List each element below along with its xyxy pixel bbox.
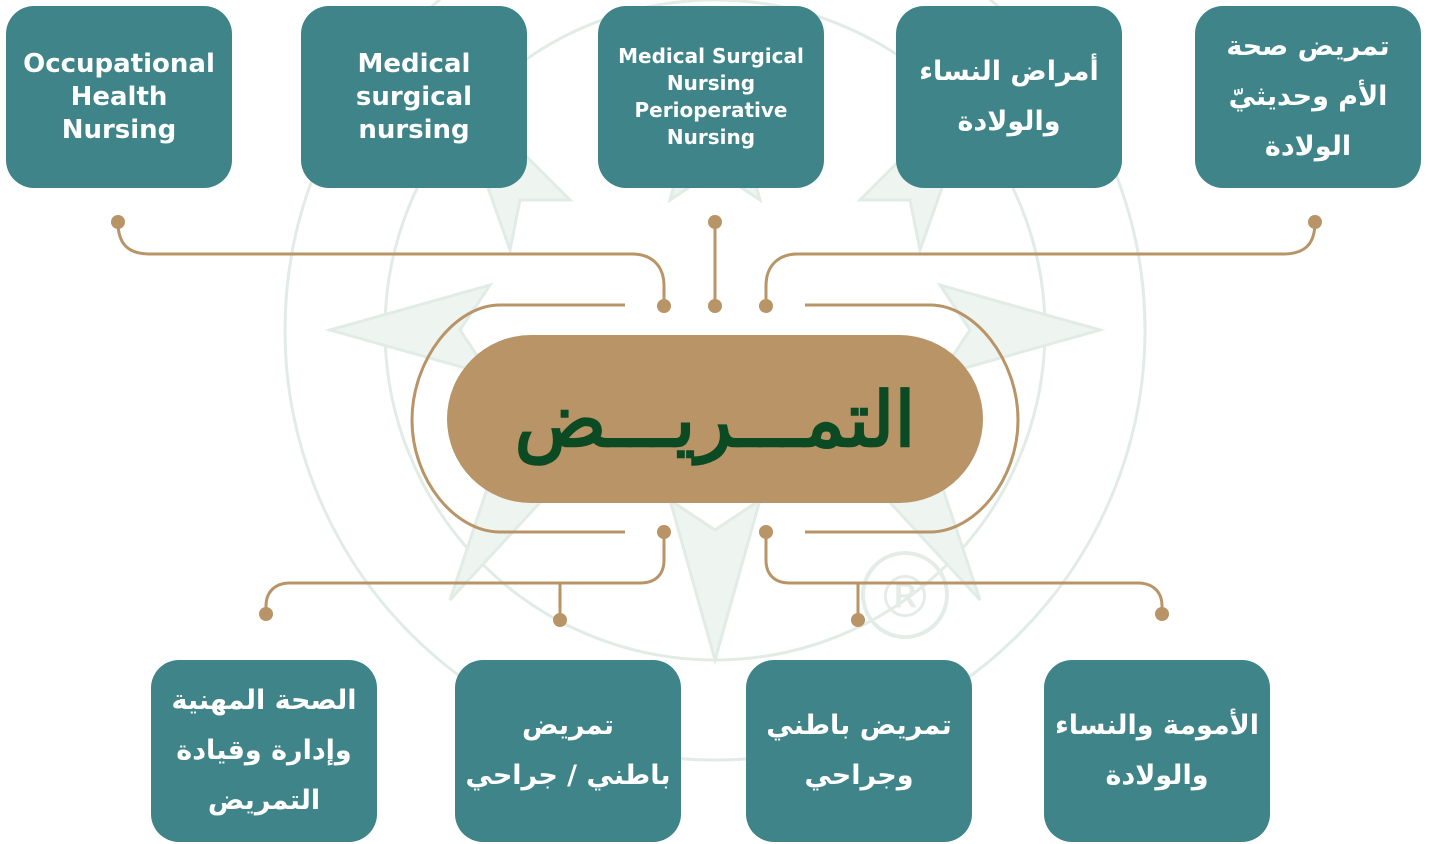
box-occupational-health-leadership: الصحة المهنية وإدارة وقيادة التمريض: [151, 660, 377, 842]
box-medical-and-surgical-nursing-ar: تمريض باطني وجراحي: [746, 660, 972, 842]
box-medical-surgical-nursing-ar: تمريض باطني / جراحي: [455, 660, 681, 842]
box-maternity-gynecology-obstetrics: الأمومة والنساء والولادة: [1044, 660, 1270, 842]
box-label: Medical Surgical Nursing Perioperative N…: [618, 44, 804, 149]
box-label: Medical surgical nursing: [355, 48, 473, 145]
box-label: الأمومة والنساء والولادة: [1054, 710, 1260, 791]
box-occupational-health-nursing: Occupational Health Nursing: [6, 6, 232, 188]
box-medical-surgical-nursing: Medical surgical nursing: [301, 6, 527, 188]
box-label: الصحة المهنية وإدارة وقيادة التمريض: [171, 685, 357, 816]
box-obstetrics-gynecology: أمراض النساء والولادة: [896, 6, 1122, 188]
box-maternal-newborn-nursing: تمريض صحة الأم وحديثيّ الولادة: [1195, 6, 1421, 188]
box-label: تمريض باطني وجراحي: [766, 710, 952, 791]
center-node: التمـــريـــض: [447, 335, 983, 503]
box-label: Occupational Health Nursing: [23, 48, 215, 145]
registered-mark: ®: [876, 563, 934, 631]
box-label: تمريض صحة الأم وحديثيّ الولادة: [1226, 31, 1390, 162]
box-label: تمريض باطني / جراحي: [465, 710, 671, 791]
box-label: أمراض النساء والولادة: [919, 56, 1099, 137]
center-title: التمـــريـــض: [514, 374, 916, 464]
box-perioperative-nursing: Medical Surgical Nursing Perioperative N…: [598, 6, 824, 188]
